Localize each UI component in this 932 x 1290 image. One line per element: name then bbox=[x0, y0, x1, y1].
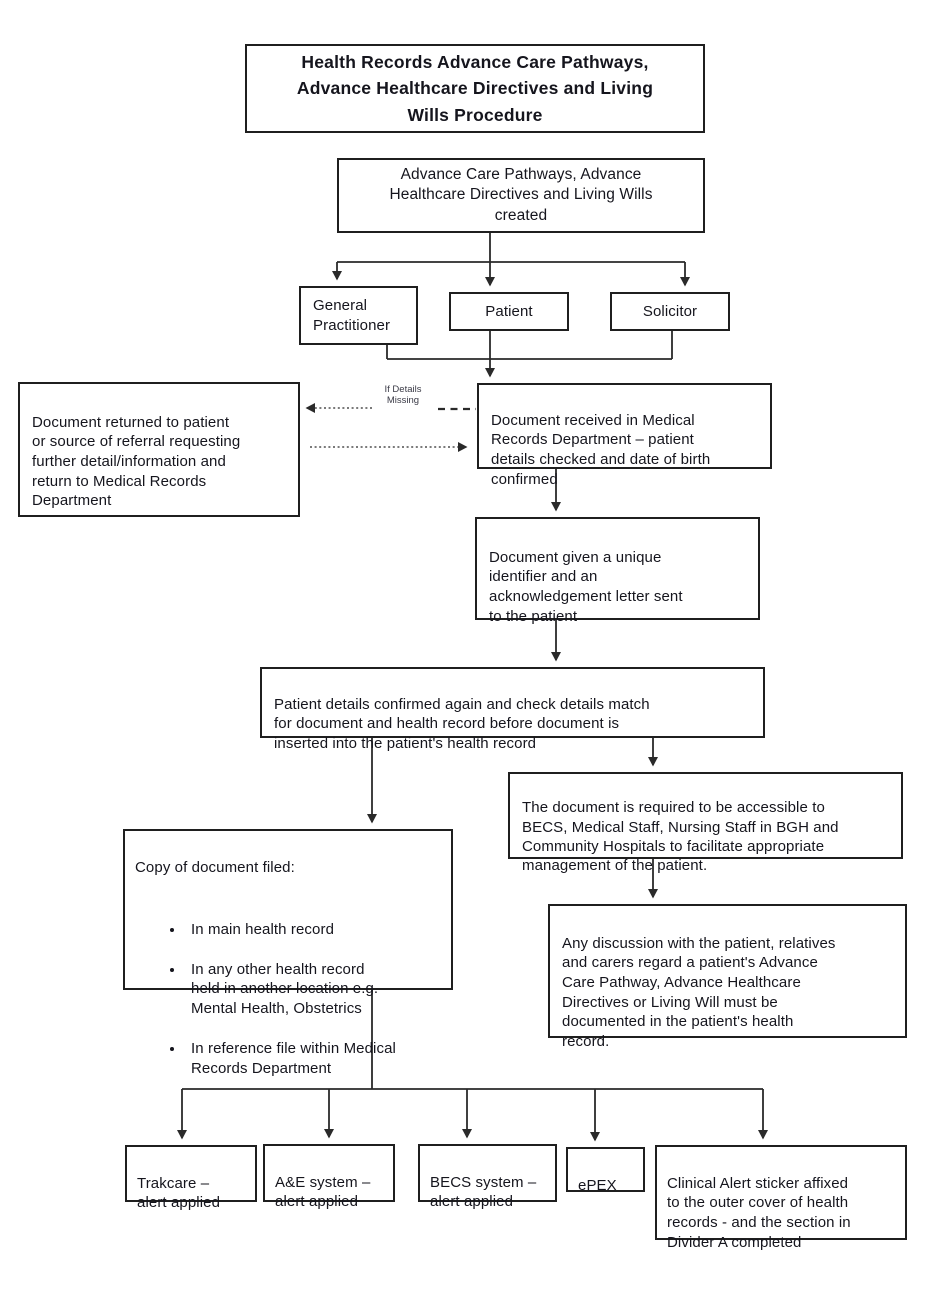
copy-filed-bullet-item: In any other health record held in anoth… bbox=[185, 960, 441, 1019]
node-patient: Patient bbox=[449, 292, 569, 331]
node-general-practitioner: General Practitioner bbox=[299, 286, 418, 345]
procedure-title-text: Health Records Advance Care Pathways, Ad… bbox=[296, 52, 654, 125]
solicitor-text: Solicitor bbox=[642, 302, 698, 320]
epex-text: ePEX bbox=[578, 1176, 617, 1194]
patient-text: Patient bbox=[485, 302, 533, 320]
node-solicitor: Solicitor bbox=[610, 292, 730, 331]
node-details-confirmed: Patient details confirmed again and chec… bbox=[260, 667, 765, 752]
node-trakcare-alert: Trakcare – alert applied bbox=[125, 1145, 257, 1211]
clinical-alert-sticker-text: Clinical Alert sticker affixed to the ou… bbox=[667, 1174, 851, 1251]
becs-system-alert-text: BECS system – alert applied bbox=[430, 1173, 537, 1211]
node-document-received: Document received in Medical Records Dep… bbox=[477, 383, 772, 488]
unique-identifier-text: Document given a unique identifier and a… bbox=[489, 548, 683, 625]
trakcare-alert-text: Trakcare – alert applied bbox=[137, 1174, 221, 1212]
node-document-accessible: The document is required to be accessibl… bbox=[508, 772, 903, 874]
label-if-details-missing: If Details Missing bbox=[384, 384, 422, 407]
node-copy-filed: Copy of document filed: In main health r… bbox=[123, 829, 453, 1077]
acp-created-text: Advance Care Pathways, Advance Healthcar… bbox=[389, 166, 653, 224]
node-acp-created: Advance Care Pathways, Advance Healthcar… bbox=[337, 158, 705, 233]
node-discussion-documented: Any discussion with the patient, relativ… bbox=[548, 904, 907, 1050]
details-confirmed-text: Patient details confirmed again and chec… bbox=[274, 695, 650, 752]
node-becs-system-alert: BECS system – alert applied bbox=[418, 1144, 557, 1210]
copy-filed-bullet-item: In reference file within Medical Records… bbox=[185, 1039, 441, 1078]
document-returned-text: Document returned to patient or source o… bbox=[32, 413, 241, 510]
ae-system-alert-text: A&E system – alert applied bbox=[275, 1173, 371, 1211]
copy-filed-bullet-list: In main health record In any other healt… bbox=[135, 900, 441, 1099]
document-received-text: Document received in Medical Records Dep… bbox=[491, 411, 711, 488]
copy-filed-bullet-item: In main health record bbox=[185, 920, 441, 940]
node-document-returned: Document returned to patient or source o… bbox=[18, 382, 300, 517]
general-practitioner-text: General Practitioner bbox=[313, 296, 391, 334]
document-accessible-text: The document is required to be accessibl… bbox=[522, 799, 839, 875]
node-procedure-title: Health Records Advance Care Pathways, Ad… bbox=[245, 44, 705, 133]
discussion-documented-text: Any discussion with the patient, relativ… bbox=[562, 934, 836, 1050]
node-unique-identifier: Document given a unique identifier and a… bbox=[475, 517, 760, 625]
copy-filed-lead: Copy of document filed: bbox=[135, 858, 295, 876]
node-epex: ePEX bbox=[566, 1147, 645, 1194]
node-clinical-alert-sticker: Clinical Alert sticker affixed to the ou… bbox=[655, 1145, 907, 1251]
node-ae-system-alert: A&E system – alert applied bbox=[263, 1144, 395, 1210]
